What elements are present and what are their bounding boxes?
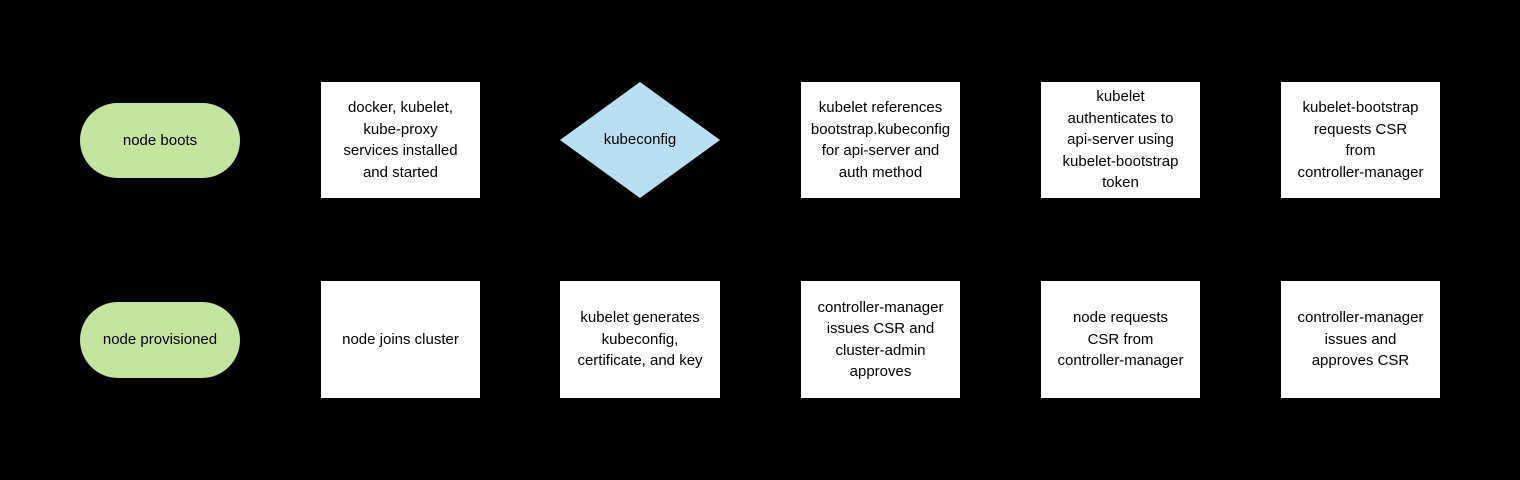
node-label: kubelet generates kubeconfig, certificat… [577,309,703,370]
node-label: node provisioned [102,331,218,349]
node-kubelet-generates-kubeconfig[interactable]: kubelet generates kubeconfig, certificat… [560,281,720,398]
node-label: kubeconfig [603,131,677,149]
node-kubelet-bootstrap-requests-csr[interactable]: kubelet-bootstrap requests CSR from cont… [1281,82,1440,198]
node-controller-manager-issues-approves-csr[interactable]: controller-manager issues and approves C… [1281,281,1440,398]
node-kubelet-references-bootstrap-kubeconfig[interactable]: kubelet references bootstrap.kubeconfig … [801,82,960,198]
node-kubelet-authenticates[interactable]: kubelet authenticates to api-server usin… [1041,82,1200,198]
node-services-installed[interactable]: docker, kubelet, kube-proxy services ins… [321,82,480,198]
node-label: node joins cluster [342,330,459,348]
node-controller-manager-issues-csr[interactable]: controller-manager issues CSR and cluste… [801,281,960,398]
node-label: node requests CSR from controller-manage… [1057,309,1184,370]
node-node-boots[interactable]: node boots [80,103,240,178]
node-label: kubelet-bootstrap requests CSR from cont… [1297,99,1424,181]
node-node-provisioned[interactable]: node provisioned [80,302,240,378]
node-label: node boots [122,131,198,149]
node-label: controller-manager issues and approves C… [1297,309,1424,370]
node-node-requests-csr[interactable]: node requests CSR from controller-manage… [1041,281,1200,398]
node-kubeconfig-decision[interactable]: kubeconfig [560,82,720,198]
node-label: controller-manager issues CSR and cluste… [817,298,944,381]
node-node-joins-cluster[interactable]: node joins cluster [321,281,480,398]
node-label: kubelet references bootstrap.kubeconfig … [810,99,951,181]
node-label: docker, kubelet, kube-proxy services ins… [343,99,458,181]
node-label: kubelet authenticates to api-server usin… [1062,88,1179,192]
